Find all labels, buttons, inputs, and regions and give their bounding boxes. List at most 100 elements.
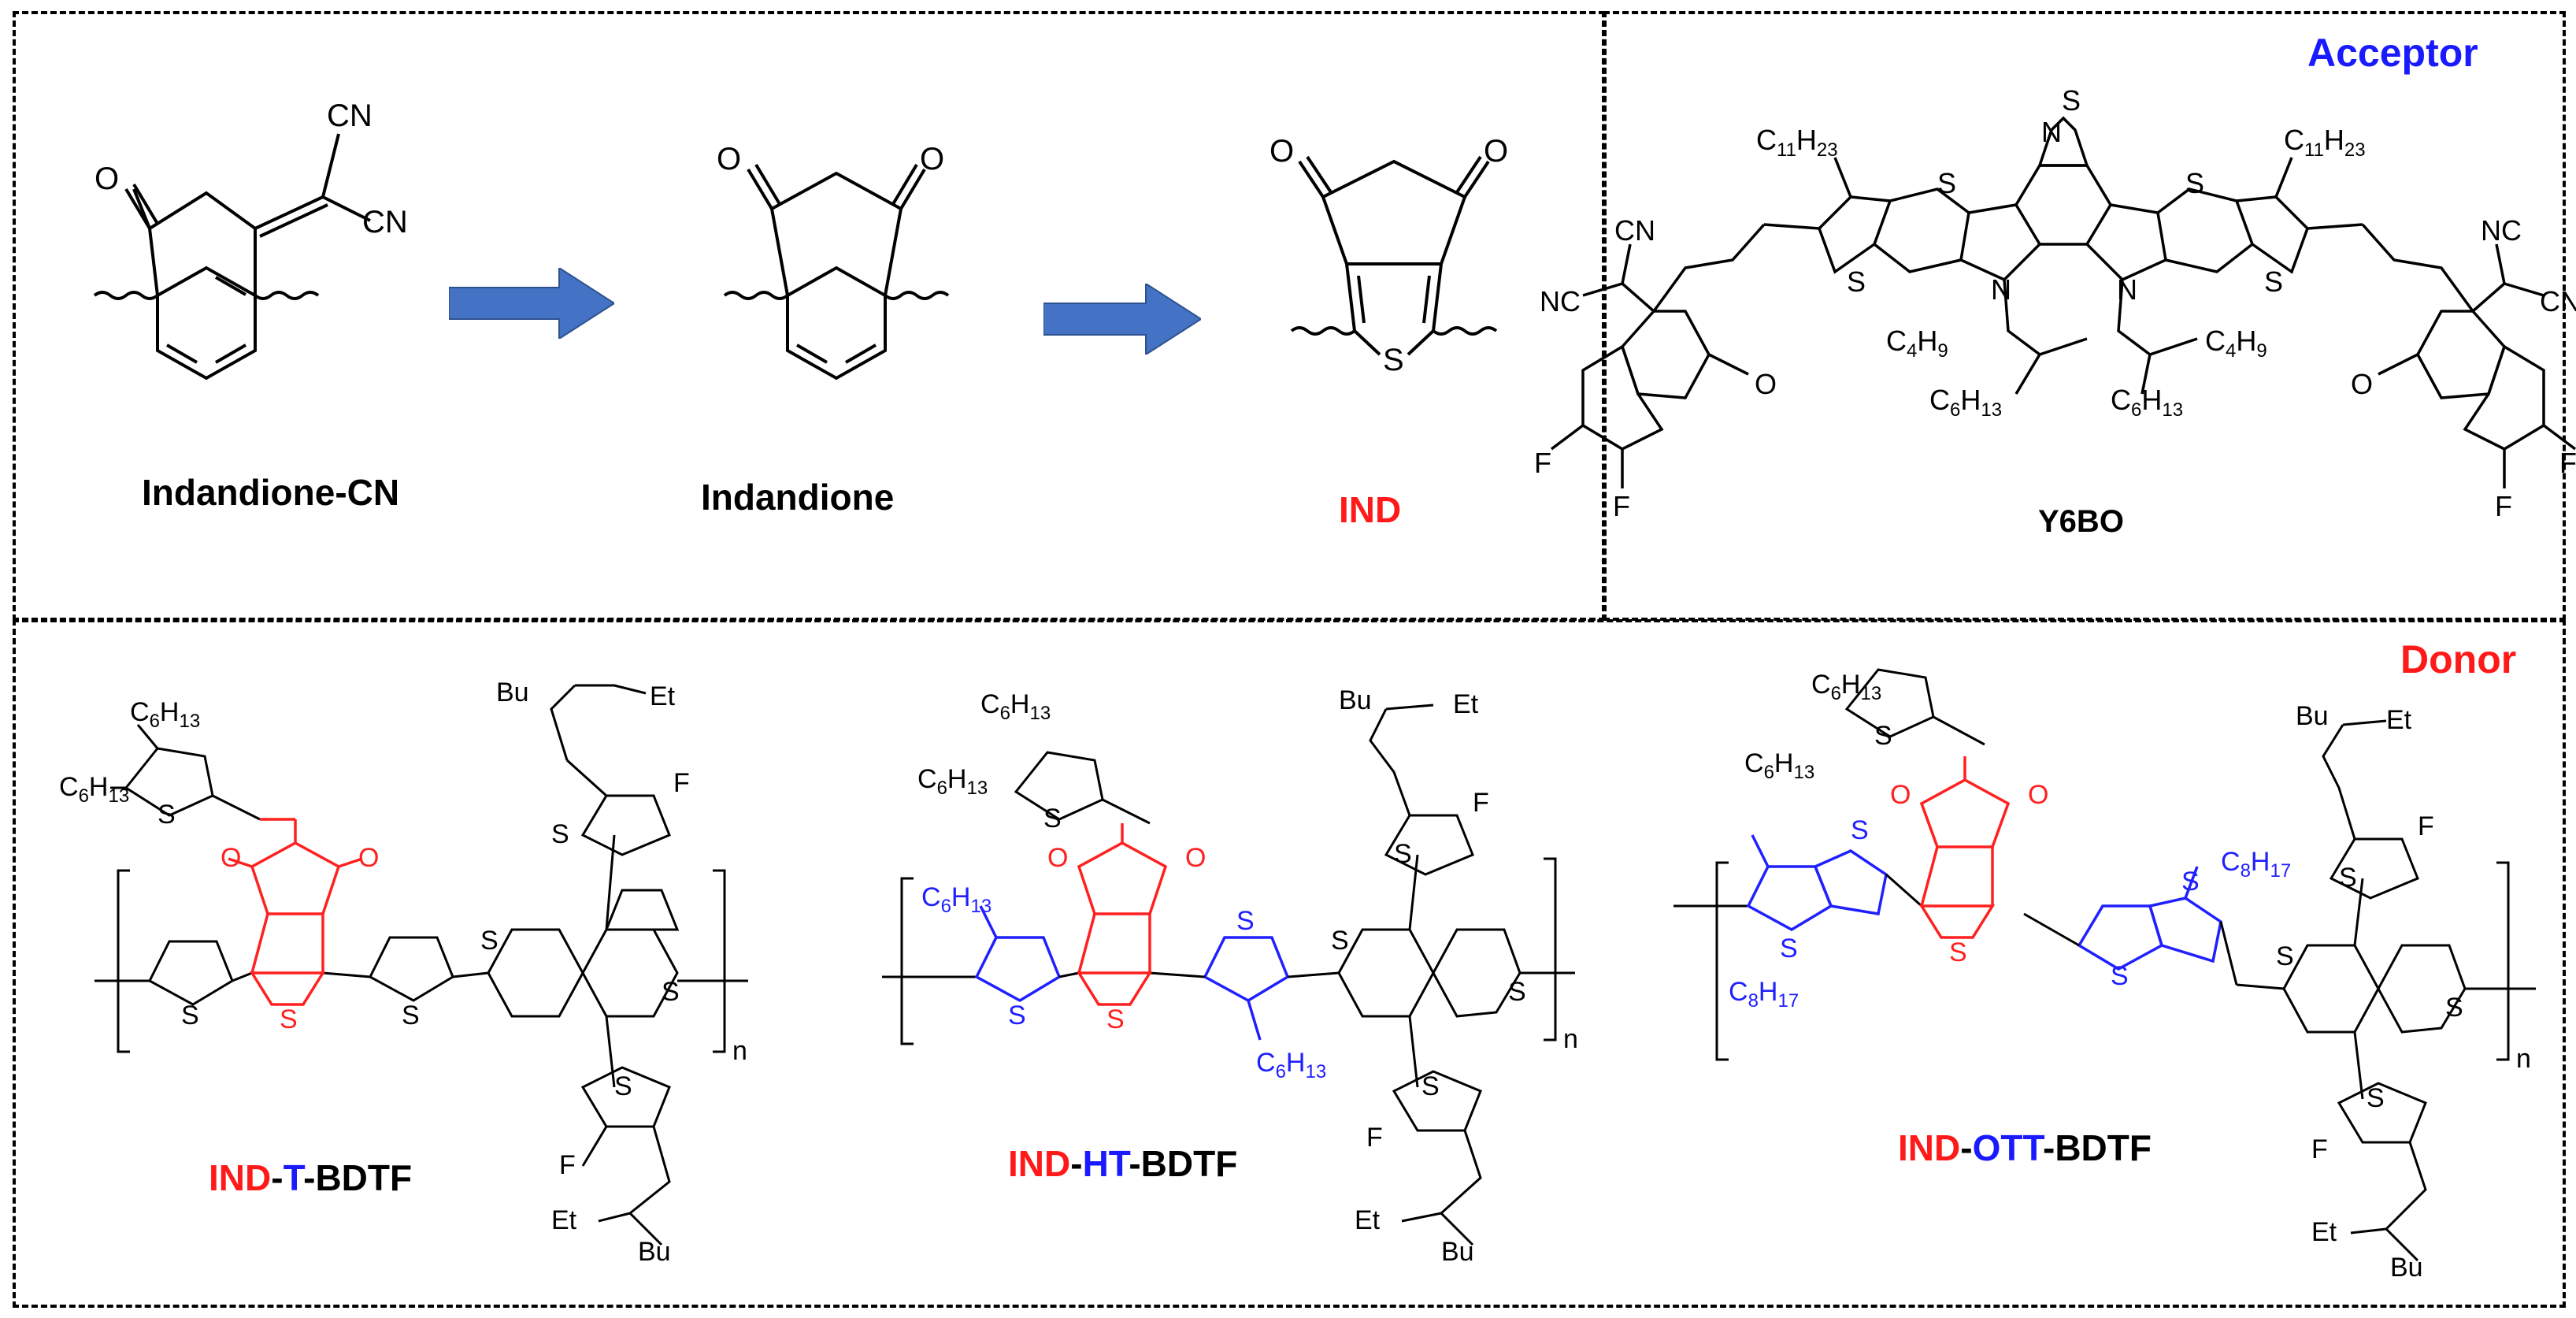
alkyl-label: C6H13 xyxy=(980,689,1051,724)
alkyl-label: C8H17 xyxy=(2221,847,2291,882)
atom-label: S xyxy=(1780,934,1798,963)
donor-name-part: - xyxy=(1960,1127,1973,1168)
atom-label: F xyxy=(559,1150,576,1180)
atom-label: S xyxy=(1394,839,1412,869)
alkyl-label: C6H13 xyxy=(1929,384,2002,421)
atom-label: S xyxy=(1874,721,1892,751)
atom-label: O xyxy=(1047,843,1068,873)
donor-name-part: IND xyxy=(1898,1127,1961,1168)
atom-label: S xyxy=(614,1071,632,1101)
atom-label: Et xyxy=(2311,1217,2337,1247)
compound-name-ind: IND xyxy=(1339,489,1402,530)
atom-label: F xyxy=(1366,1123,1383,1153)
atom-label: CN xyxy=(2540,285,2576,317)
donor-label: Donor xyxy=(2400,637,2517,681)
atom-label: n xyxy=(2516,1044,2531,1074)
atom-label: S xyxy=(1043,804,1062,833)
atom-label: O xyxy=(221,843,241,873)
atom-label: N xyxy=(1991,273,2011,306)
atom-label: F xyxy=(673,768,690,798)
atom-label: Et xyxy=(551,1205,577,1235)
donor-name-part: T xyxy=(283,1157,304,1198)
atom-label: S xyxy=(2181,867,2200,897)
atom-label: F xyxy=(2559,447,2576,479)
atom-label: S xyxy=(1331,926,1349,956)
atom-label: S xyxy=(662,977,680,1007)
donor-name-part: - xyxy=(271,1157,284,1198)
reaction-arrow-2 xyxy=(1043,284,1201,355)
donor-name-ind-ht-bdtf: IND-HT-BDTF xyxy=(1008,1142,1237,1185)
atom-label: S xyxy=(1937,167,1956,199)
atom-label: S xyxy=(2339,863,2357,893)
atom-label: O xyxy=(1755,368,1777,400)
donor-name-part: OTT xyxy=(1972,1127,2044,1168)
atom-label: O xyxy=(95,162,119,196)
atom-label: S xyxy=(551,819,569,849)
atom-label: S xyxy=(480,926,499,956)
acceptor-label: Acceptor xyxy=(2307,31,2478,75)
atom-label: n xyxy=(1563,1024,1578,1054)
alkyl-label: C8H17 xyxy=(1729,977,1799,1012)
atom-label: Et xyxy=(650,681,676,711)
atom-label: CN xyxy=(1614,214,1655,247)
donor-name-part: - xyxy=(1070,1143,1083,1184)
alkyl-label: C6H13 xyxy=(1744,748,1814,783)
donor-name-part: IND xyxy=(1008,1143,1071,1184)
alkyl-label: C6H13 xyxy=(917,764,988,799)
atom-label: Et xyxy=(1453,689,1479,719)
atom-label: S xyxy=(158,800,176,830)
alkyl-label: C6H13 xyxy=(2111,384,2183,421)
atom-label: Bu xyxy=(1339,685,1372,715)
donor-name-part: IND xyxy=(209,1157,272,1198)
atom-label: O xyxy=(358,843,379,873)
atom-label: NC xyxy=(1540,285,1581,317)
acceptor-name-y6bo: Y6BO xyxy=(2038,504,2124,539)
atom-label: S xyxy=(1008,1001,1026,1030)
atom-label: CN xyxy=(327,98,373,133)
alkyl-label: C11H23 xyxy=(1756,124,1838,161)
atom-label: S xyxy=(280,1004,298,1034)
atom-label: Bu xyxy=(638,1237,671,1267)
atom-label: S xyxy=(2111,961,2129,991)
atom-label: Bu xyxy=(2390,1253,2423,1283)
atom-label: F xyxy=(2418,811,2434,841)
atom-label: S xyxy=(1383,343,1404,377)
atom-label: S xyxy=(2185,167,2204,199)
atom-label: S xyxy=(2264,265,2283,298)
atom-label: S xyxy=(1949,937,1967,967)
donor-name-part: HT xyxy=(1082,1143,1129,1184)
atom-label: O xyxy=(717,142,741,176)
donor-name-ind-t-bdtf: IND-T-BDTF xyxy=(209,1156,412,1199)
donor-name-part: -BDTF xyxy=(1129,1143,1238,1184)
atom-label: O xyxy=(1484,134,1508,169)
compound-name-indandione-cn: Indandione-CN xyxy=(142,472,400,513)
atom-label: S xyxy=(2276,941,2294,971)
atom-label: F xyxy=(1473,788,1489,818)
atom-label: n xyxy=(732,1036,747,1066)
atom-label: F xyxy=(1613,490,1630,522)
compound-name-indandione: Indandione xyxy=(701,477,895,518)
alkyl-label: C6H13 xyxy=(1811,670,1881,704)
alkyl-label: C4H9 xyxy=(2205,325,2267,362)
atom-label: S xyxy=(402,1001,420,1030)
alkyl-label: C6H13 xyxy=(130,697,200,732)
donor-name-part: -BDTF xyxy=(303,1157,413,1198)
panel-donor xyxy=(13,619,2566,1308)
atom-label: O xyxy=(1890,780,1911,810)
alkyl-label: C6H13 xyxy=(921,882,991,917)
alkyl-label: C6H13 xyxy=(59,772,129,807)
atom-label: CN xyxy=(362,205,408,239)
donor-name-part: -BDTF xyxy=(2043,1127,2152,1168)
atom-label: F xyxy=(2311,1134,2328,1164)
alkyl-label: C4H9 xyxy=(1886,325,1948,362)
atom-label: Et xyxy=(2386,705,2412,735)
atom-label: O xyxy=(2028,780,2048,810)
atom-label: F xyxy=(2495,490,2512,522)
atom-label: N xyxy=(2041,116,2062,148)
atom-label: Bu xyxy=(496,678,529,707)
atom-label: NC xyxy=(2481,214,2522,247)
